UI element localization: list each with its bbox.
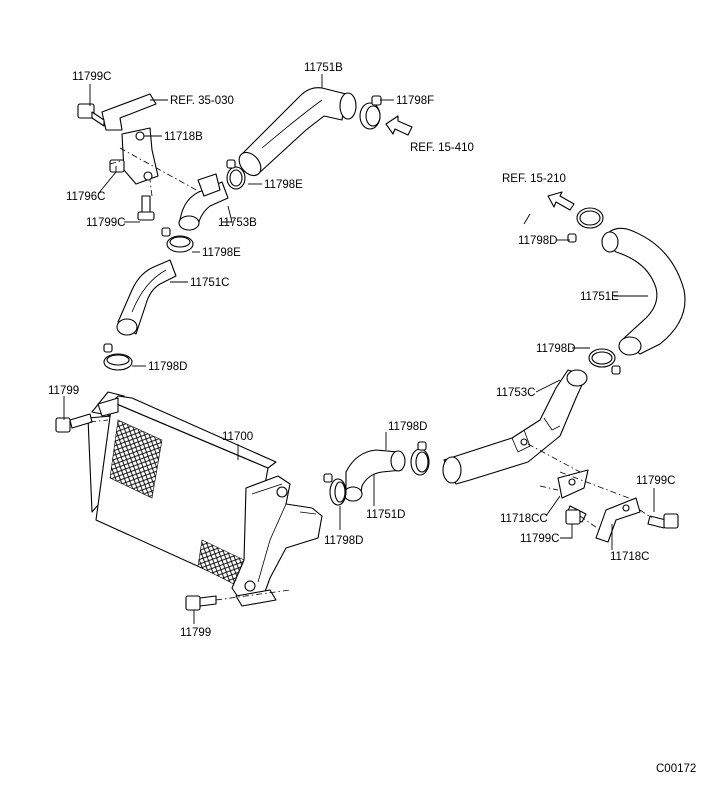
label-11718b: 11718B	[164, 131, 203, 143]
nut-11796c	[109, 159, 125, 173]
arrow-ref-15-410	[385, 115, 413, 136]
part-labels: 11799C REF. 35-030 11718B 11796C 11799C …	[48, 62, 675, 639]
hose-11751c	[116, 259, 177, 336]
bolt-11799c-right2	[565, 505, 587, 525]
clamp-ref-15-210	[576, 207, 604, 229]
label-11799c-right2: 11799C	[520, 533, 559, 545]
bolt-11799c-top	[77, 103, 105, 127]
clamp-11798d-lower	[323, 473, 347, 506]
label-11798e-low: 11798E	[202, 247, 241, 259]
bracket-11718b	[101, 93, 159, 185]
label-11718cc: 11718CC	[500, 513, 548, 525]
label-11798d-lower: 11798D	[324, 535, 363, 547]
label-11799c-top: 11799C	[72, 71, 111, 83]
alignment-lines	[89, 147, 653, 601]
elbow-11753b	[178, 173, 229, 231]
label-11798d-center: 11798D	[388, 421, 427, 433]
label-11799-bottom: 11799	[180, 627, 211, 639]
label-11796c: 11796C	[66, 191, 105, 203]
pipe-11753c	[442, 369, 588, 485]
core-mesh	[109, 419, 245, 587]
bolt-11799c-mid	[137, 195, 155, 221]
label-ref-15-410: REF. 15-410	[410, 142, 474, 154]
bracket-11718cc	[557, 469, 589, 499]
bolt-11799-bottom	[185, 595, 217, 611]
label-11798f: 11798F	[396, 95, 434, 107]
arrow-ref-15-210	[547, 191, 575, 211]
bolt-11799-left	[55, 413, 93, 433]
figure-code: C00172	[656, 763, 696, 775]
label-ref-35-030: REF. 35-030	[170, 95, 234, 107]
clamp-11798d-center	[410, 441, 430, 476]
label-11751d: 11751D	[366, 509, 405, 521]
label-11798d-left: 11798D	[148, 361, 187, 373]
label-11753b: 11753B	[218, 217, 257, 229]
label-11753c: 11753C	[496, 387, 535, 399]
label-11799-left: 11799	[48, 385, 79, 397]
hose-11751b	[238, 87, 357, 177]
hose-11751d	[343, 449, 406, 502]
label-11751b: 11751B	[304, 62, 343, 74]
label-11799c-right: 11799C	[636, 475, 675, 487]
leader-lines	[63, 74, 655, 624]
label-11798d-right2: 11798D	[536, 343, 575, 355]
label-11751e: 11751E	[580, 291, 619, 303]
bracket-11718c	[595, 497, 641, 543]
clamp-11798e-top	[226, 159, 246, 190]
clamp-11798e-low	[161, 227, 194, 253]
intercooler-part	[87, 391, 323, 607]
label-ref-15-210: REF. 15-210	[502, 173, 566, 185]
clamp-11798f	[359, 95, 382, 130]
label-11798d-right: 11798D	[518, 235, 557, 247]
label-11700: 11700	[222, 431, 253, 443]
clamp-11798d-right2	[588, 348, 621, 375]
clamp-11798d-left	[103, 343, 133, 371]
hose-11751e	[601, 227, 686, 356]
clamp-11798d-right	[567, 233, 577, 243]
label-11798e-top: 11798E	[264, 179, 303, 191]
label-11718c: 11718C	[610, 551, 649, 563]
label-11751c: 11751C	[190, 277, 229, 289]
label-11799c-mid: 11799C	[86, 217, 125, 229]
bolt-11799c-right	[647, 513, 679, 529]
